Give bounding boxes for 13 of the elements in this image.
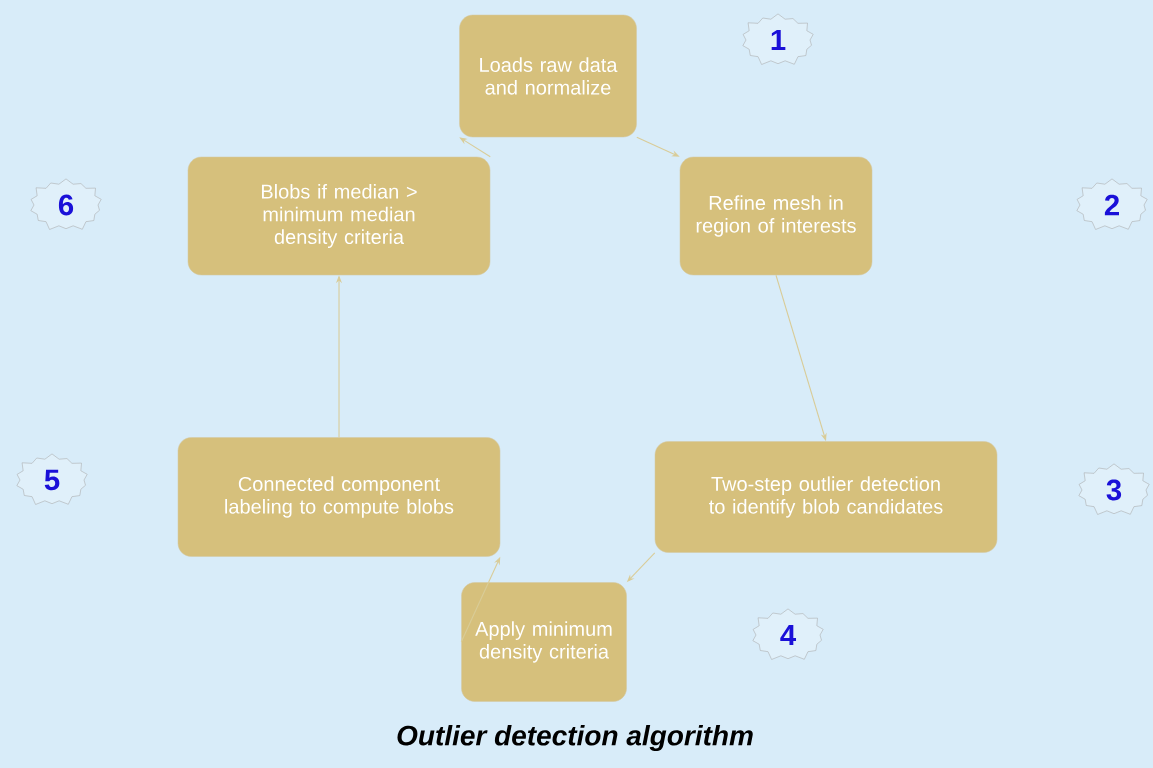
step-number-badge: 2 — [1076, 178, 1148, 230]
step-number-badge: 5 — [16, 453, 88, 505]
process-box: Two-step outlier detection to identify blob candidates — [654, 441, 998, 553]
step-number-badge: 3 — [1078, 463, 1150, 515]
title: Outlier detection algorithm — [397, 724, 753, 752]
process-box: Refine mesh in region of interests — [679, 156, 873, 276]
process-box: Apply minimum density criteria — [461, 582, 627, 702]
step-number-badge: 1 — [742, 13, 814, 65]
process-box: Connected component labeling to compute blobs — [177, 437, 501, 557]
process-box: Loads raw data and normalize — [459, 14, 637, 138]
process-box: Blobs if median > minimum median density criteria — [187, 156, 491, 276]
step-number-badge: 4 — [752, 608, 824, 660]
step-number-badge: 6 — [30, 178, 102, 230]
